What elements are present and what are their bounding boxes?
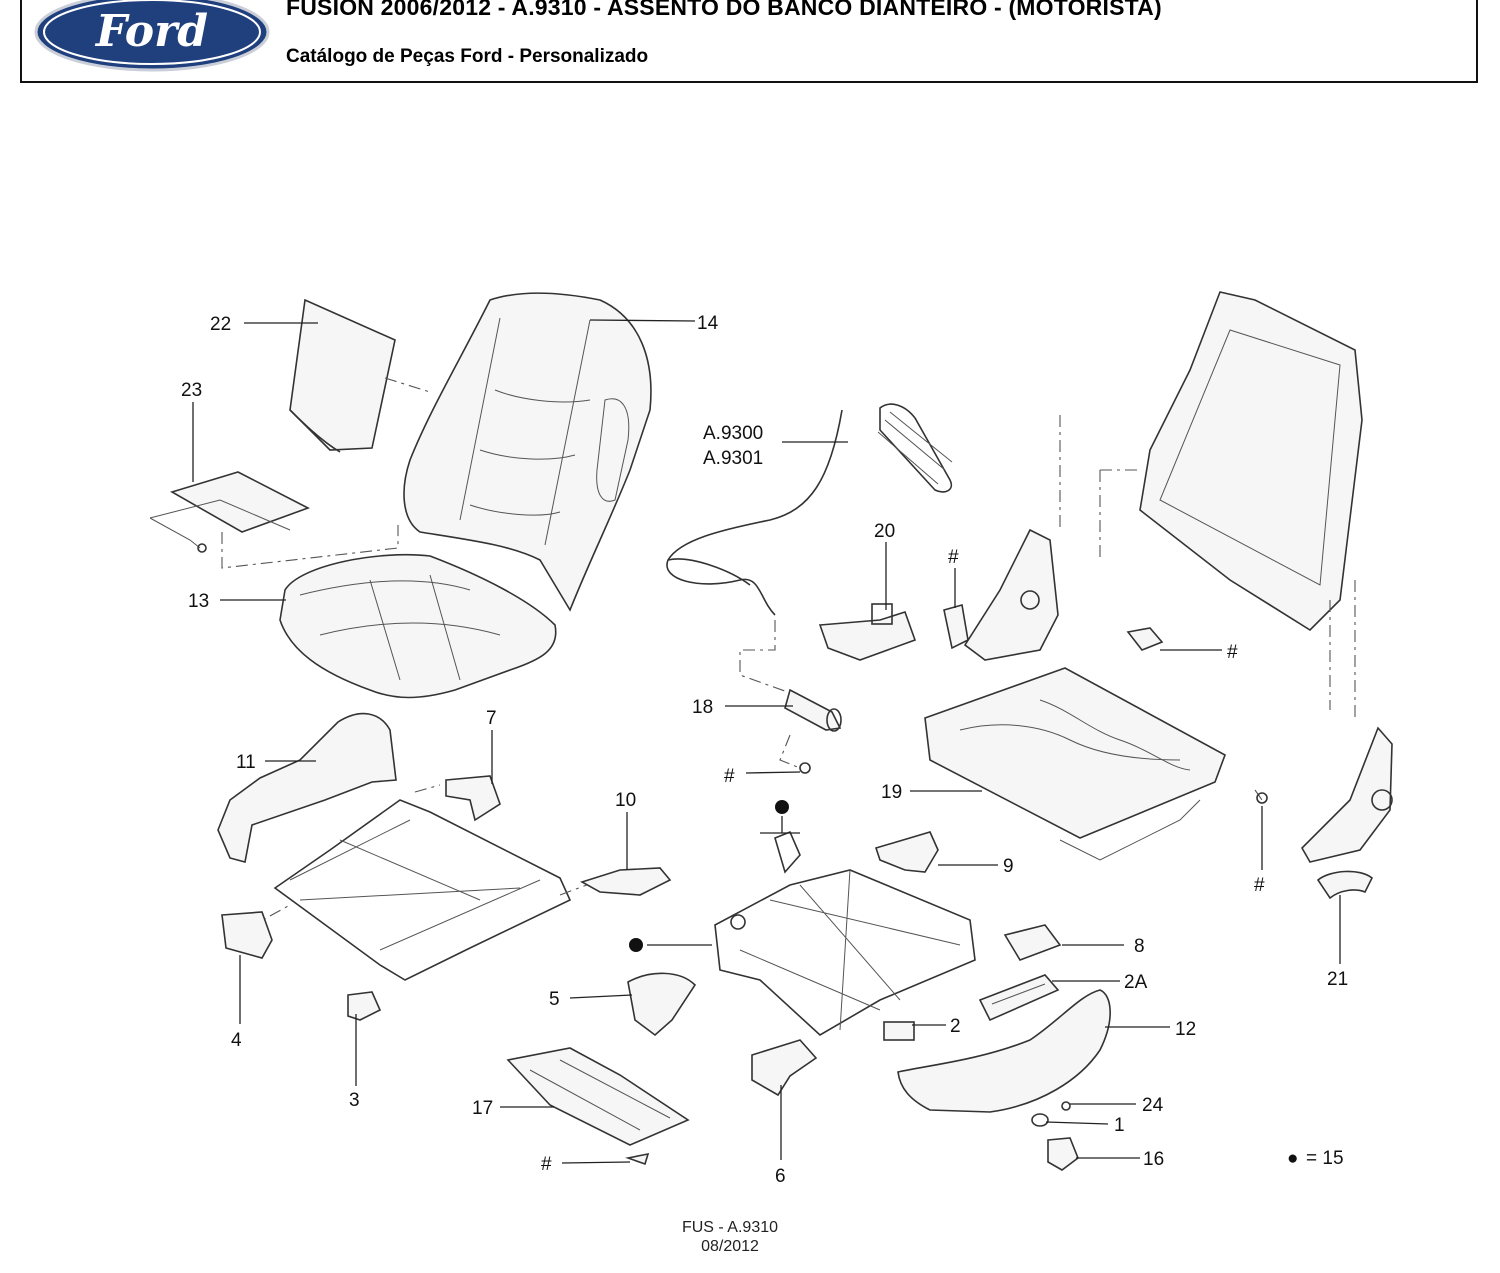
part-seat-track-left (247, 784, 601, 981)
part-recliner-bracket (963, 528, 1393, 863)
part-3-clip (347, 991, 382, 1021)
alignment-line (739, 620, 811, 701)
part-12-side-shield (897, 989, 1111, 1113)
part-20-bracket (818, 603, 917, 661)
bullet-marker-15 (775, 800, 789, 814)
callout-14: 14 (697, 313, 719, 334)
callout-hash-clip: # (948, 547, 959, 568)
callout-a9300: A.9300 (703, 423, 763, 444)
callout-10: 10 (615, 790, 636, 811)
part-13-seat-cushion (279, 553, 557, 699)
part-small-hardware (624, 1101, 1079, 1171)
callout-4: 4 (231, 1030, 242, 1051)
part-4-end-cap (221, 911, 273, 959)
part-22-back-panel (289, 298, 396, 453)
callout-hash-screw: # (724, 766, 735, 787)
part-17-base-plate (506, 1047, 690, 1146)
callout-22: 22 (210, 314, 231, 335)
callout-20: 20 (874, 521, 895, 542)
alignment-line (221, 525, 399, 569)
callout-2a: 2A (1124, 972, 1148, 993)
callout-5: 5 (549, 989, 560, 1010)
callout-24: 24 (1142, 1095, 1164, 1116)
page-subtitle: Catálogo de Peças Ford - Personalizado (286, 46, 649, 67)
ford-logo: Ford (32, 0, 272, 76)
callout-19: 19 (881, 782, 902, 803)
part-11-side-shield (217, 712, 397, 863)
part-clip (943, 603, 969, 650)
part-6-cover (751, 1039, 818, 1097)
part-bolt (1126, 627, 1268, 804)
part-2-switch (883, 1021, 915, 1041)
callout-hash-pin: # (1254, 875, 1265, 896)
callout-9: 9 (1003, 856, 1014, 877)
callout-21: 21 (1327, 969, 1348, 990)
part-2a-switch (978, 974, 1060, 1022)
callout-23: 23 (181, 380, 202, 401)
part-10-cover (579, 867, 672, 896)
part-9-cover (874, 831, 939, 873)
callout-18: 18 (692, 697, 713, 718)
part-14-seat-back (403, 292, 652, 612)
part-19-seat-frame (924, 667, 1226, 861)
callout-12: 12 (1175, 1019, 1196, 1040)
leader-lines (192, 319, 1341, 1164)
footer-date: 08/2012 (701, 1238, 759, 1255)
bullet-marker-15 (629, 938, 643, 952)
callout-3: 3 (349, 1090, 360, 1111)
callout-a9301: A.9301 (703, 448, 763, 469)
part-21-handle (1316, 870, 1373, 900)
callout-8: 8 (1134, 936, 1145, 957)
part-7-cover (445, 775, 501, 822)
part-18-shaft (779, 688, 842, 774)
callout-7: 7 (486, 708, 497, 729)
part-seat-back-frame (1059, 291, 1363, 720)
callout-13: 13 (188, 591, 209, 612)
part-seat-track-center (714, 830, 976, 1036)
callout-hash-bottom: # (541, 1154, 552, 1175)
callout-17: 17 (472, 1098, 493, 1119)
ford-logo-text: Ford (94, 6, 208, 57)
callout-hash-bolt: # (1227, 642, 1238, 663)
footer: FUS - A.9310 08/2012 (620, 1218, 840, 1256)
callout-1: 1 (1114, 1115, 1125, 1136)
part-5-cover (627, 972, 697, 1037)
callout-16: 16 (1143, 1149, 1164, 1170)
callout-6: 6 (775, 1166, 786, 1187)
legend-marker: ● (1287, 1148, 1298, 1169)
legend-text: = 15 (1306, 1148, 1344, 1169)
header-box: Ford FUSION 2006/2012 - A.9310 - ASSENTO… (20, 0, 1478, 83)
part-8-cover (1003, 924, 1062, 961)
part-23-heater-pad (149, 471, 310, 553)
callout-11: 11 (236, 752, 256, 773)
footer-code: FUS - A.9310 (681, 1219, 779, 1236)
callout-2: 2 (950, 1016, 961, 1037)
alignment-line (384, 377, 431, 393)
part-a9300-lumbar-support (666, 403, 953, 616)
page-title: FUSION 2006/2012 - A.9310 - ASSENTO DO B… (286, 0, 1162, 20)
